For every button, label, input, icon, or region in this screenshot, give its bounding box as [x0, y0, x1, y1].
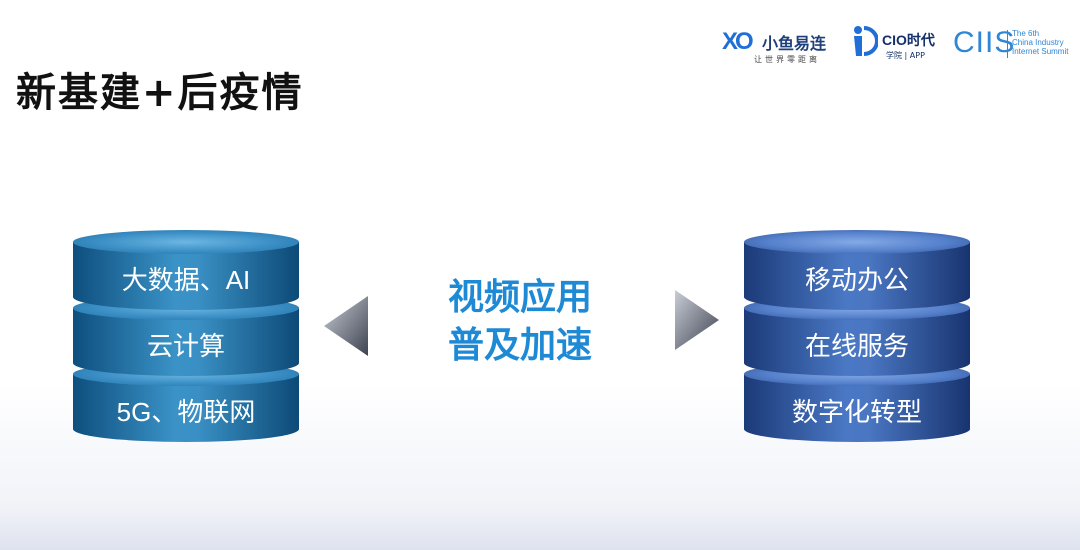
xiaoyu-logo: XO 小鱼易连 让世界零距离: [722, 26, 840, 68]
xiaoyu-logo-name: 小鱼易连: [762, 34, 827, 53]
right-disk-label: 在线服务: [804, 331, 909, 361]
ciis-logo-mark: CIIS: [953, 26, 1016, 59]
left-disk-3: 5G、物联网: [73, 362, 299, 442]
right-disk-2: 在线服务: [744, 296, 970, 376]
right-arrow-icon: [675, 290, 719, 350]
center-line-1: 视频应用: [447, 277, 592, 318]
cio-logo-name: CIO时代: [882, 32, 935, 48]
right-disk-label: 移动办公: [804, 265, 909, 295]
ciis-logo-sub: The 6th China Industry Internet Summit: [1012, 29, 1080, 56]
cio-person-icon: [854, 26, 878, 56]
left-arrow-icon: [324, 296, 368, 356]
left-disk-1: 大数据、AI: [73, 230, 299, 310]
ciis-sub-line: The 6th: [1012, 29, 1040, 38]
center-text: 视频应用 普及加速: [420, 274, 620, 370]
xiaoyu-logo-mark: XO: [722, 28, 754, 55]
ciis-logo: CIIS The 6th China Industry Internet Sum…: [953, 26, 1075, 66]
right-disk-3: 数字化转型: [744, 362, 970, 442]
slide-title: 新基建+后疫情: [16, 70, 304, 116]
center-line-2: 普及加速: [447, 325, 592, 366]
left-disk-label: 大数据、AI: [121, 265, 251, 295]
ciis-sub-line: Internet Summit: [1012, 47, 1069, 56]
xiaoyu-logo-tagline: 让世界零距离: [754, 55, 820, 64]
left-disk-2: 云计算: [73, 296, 299, 376]
cio-logo-sub: 学院 | APP: [886, 51, 925, 60]
ciis-sub-line: China Industry: [1012, 38, 1064, 47]
right-disk-1: 移动办公: [744, 230, 970, 310]
right-disk-label: 数字化转型: [791, 397, 922, 427]
cio-logo: CIO时代 学院 | APP: [850, 24, 945, 66]
left-disk-label: 云计算: [146, 331, 225, 361]
ciis-logo-divider: [1007, 30, 1008, 58]
left-disk-label: 5G、物联网: [116, 397, 256, 427]
